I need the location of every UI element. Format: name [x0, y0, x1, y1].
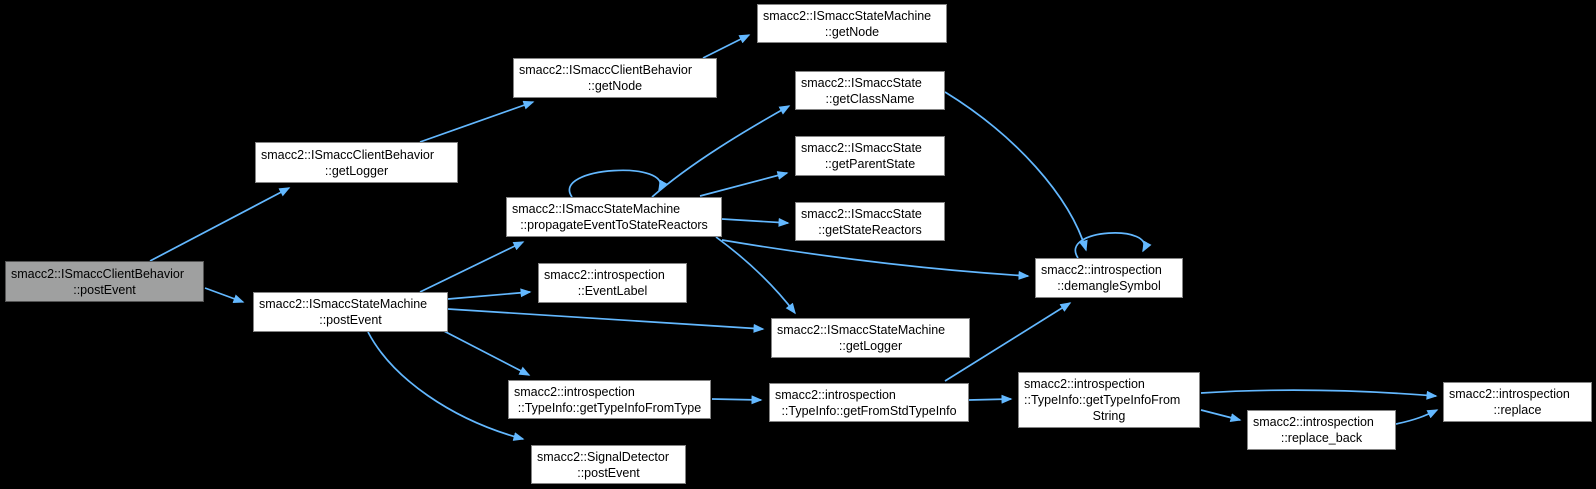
node-sm-getnode[interactable]: smacc2::ISmaccStateMachine::getNode: [757, 4, 947, 43]
edge-sm-postevent-to-sd-postevent: [367, 331, 525, 441]
node-label-line: ::getNode: [824, 24, 880, 39]
node-gettypeinfofromtype[interactable]: smacc2::introspection::TypeInfo::getType…: [508, 380, 711, 419]
edge-getfromstdtypeinfo-to-demanglesymbol: [944, 302, 1072, 382]
edge-cb-postevent-to-cb-getlogger: [149, 187, 291, 262]
edge-gettypeinfofromstring-to-replace: [1200, 389, 1438, 400]
edge-sm-postevent-to-gettypeinfofromtype: [439, 328, 531, 376]
node-getparentstate[interactable]: smacc2::ISmaccState::getParentState: [795, 136, 945, 176]
edge-cb-getnode-to-sm-getnode: [702, 34, 751, 59]
node-label-line: smacc2::ISmaccStateMachine: [259, 297, 428, 311]
node-label-line: smacc2::introspection: [775, 387, 896, 402]
node-label-line: smacc2::introspection: [1253, 415, 1374, 429]
edge-propagate-to-getclassname: [651, 105, 791, 198]
node-label-line: ::postEvent: [319, 313, 382, 327]
node-replace-back[interactable]: smacc2::introspection::replace_back: [1247, 410, 1396, 450]
edge-cb-postevent-to-sm-postevent: [204, 287, 245, 303]
node-label-line: smacc2::ISmaccState: [801, 141, 922, 155]
node-eventlabel[interactable]: smacc2::introspection::EventLabel: [538, 263, 687, 303]
node-cb-getlogger[interactable]: smacc2::ISmaccClientBehavior::getLogger: [255, 142, 458, 183]
node-cb-postevent[interactable]: smacc2::ISmaccClientBehavior::postEvent: [5, 261, 204, 302]
edge-sm-postevent-to-eventlabel: [447, 288, 532, 300]
edge-cb-getlogger-to-cb-getnode: [419, 100, 535, 143]
edge-gettypeinfofromtype-to-getfromstdtypeinfo: [711, 395, 763, 405]
node-label-line: smacc2::ISmaccClientBehavior: [519, 63, 692, 77]
node-label-line: ::TypeInfo::getTypeInfoFromType: [517, 400, 702, 415]
node-getstatereactors[interactable]: smacc2::ISmaccState::getStateReactors: [795, 202, 945, 241]
node-sm-getlogger[interactable]: smacc2::ISmaccStateMachine::getLogger: [771, 318, 970, 358]
node-label-line: ::postEvent: [577, 465, 640, 480]
node-getclassname[interactable]: smacc2::ISmaccState::getClassName: [795, 71, 945, 110]
node-label-line: String: [1092, 409, 1126, 423]
node-label-line: smacc2::ISmaccStateMachine: [777, 323, 946, 337]
node-label-line: ::TypeInfo::getFromStdTypeInfo: [781, 403, 957, 418]
node-label-line: smacc2::introspection: [1041, 263, 1162, 277]
edge-gettypeinfofromstring-to-replace-back: [1200, 409, 1242, 422]
edge-propagate-to-propagate: [568, 169, 668, 198]
node-label-line: ::EventLabel: [577, 284, 648, 298]
node-label-line: ::replace_back: [1280, 431, 1363, 445]
edge-propagate-to-getparentstate: [699, 171, 789, 197]
node-label-line: ::getClassName: [825, 91, 915, 106]
node-cb-getnode[interactable]: smacc2::ISmaccClientBehavior::getNode: [513, 58, 717, 98]
node-label-line: smacc2::ISmaccClientBehavior: [11, 266, 184, 281]
node-propagate[interactable]: smacc2::ISmaccStateMachine::propagateEve…: [506, 197, 722, 237]
edge-propagate-to-demanglesymbol: [721, 239, 1030, 280]
edge-getclassname-to-demanglesymbol: [944, 91, 1088, 252]
edge-demanglesymbol-to-demanglesymbol: [1074, 232, 1152, 259]
node-label-line: ::getStateReactors: [818, 222, 922, 237]
node-label-line: ::replace: [1493, 403, 1542, 417]
edge-replace-back-to-replace: [1395, 409, 1439, 425]
node-label-line: ::getParentState: [824, 157, 916, 171]
node-label-line: smacc2::introspection: [1449, 387, 1570, 401]
node-demanglesymbol[interactable]: smacc2::introspection::demangleSymbol: [1035, 258, 1183, 298]
node-label-line: smacc2::introspection: [1024, 377, 1145, 391]
node-getfromstdtypeinfo[interactable]: smacc2::introspection::TypeInfo::getFrom…: [769, 383, 969, 422]
node-label-line: smacc2::ISmaccStateMachine: [512, 202, 681, 216]
node-label-line: ::propagateEventToStateReactors: [520, 218, 708, 232]
node-label-line: ::demangleSymbol: [1057, 279, 1161, 293]
node-label-line: smacc2::introspection: [544, 268, 665, 282]
node-label-line: smacc2::SignalDetector: [537, 449, 670, 464]
node-label-line: ::TypeInfo::getTypeInfoFrom: [1024, 393, 1181, 407]
node-replace[interactable]: smacc2::introspection::replace: [1443, 382, 1592, 422]
node-label-line: ::getNode: [587, 79, 643, 93]
edge-sm-postevent-to-propagate: [419, 241, 525, 293]
node-sd-postevent[interactable]: smacc2::SignalDetector::postEvent: [531, 445, 686, 484]
edge-sm-postevent-to-sm-getlogger: [447, 308, 765, 333]
edge-propagate-to-sm-getlogger: [715, 236, 796, 315]
node-label-line: ::getLogger: [838, 339, 903, 353]
node-label-line: smacc2::ISmaccState: [801, 206, 922, 221]
node-label-line: smacc2::ISmaccStateMachine: [763, 8, 932, 23]
node-sm-postevent[interactable]: smacc2::ISmaccStateMachine::postEvent: [253, 292, 448, 332]
node-label-line: smacc2::introspection: [514, 384, 635, 399]
edge-getfromstdtypeinfo-to-gettypeinfofromstring: [968, 394, 1013, 404]
edge-propagate-to-getstatereactors: [721, 217, 790, 227]
node-gettypeinfofromstring[interactable]: smacc2::introspection::TypeInfo::getType…: [1018, 372, 1200, 428]
node-label-line: ::getLogger: [324, 163, 389, 178]
node-label-line: ::postEvent: [73, 282, 136, 297]
node-label-line: smacc2::ISmaccClientBehavior: [261, 147, 434, 162]
node-label-line: smacc2::ISmaccState: [801, 75, 922, 90]
